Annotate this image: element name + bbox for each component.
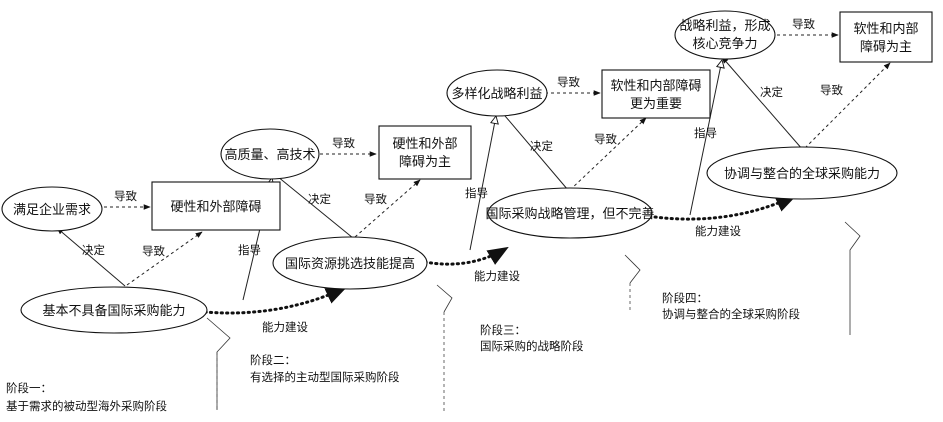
node-label-n9: 国际采购战略管理，但不完善 bbox=[485, 206, 654, 222]
stage-captions: 阶段一： 基于需求的被动型海外采购阶段 阶段二： 有选择的主动型国际采购阶段 阶… bbox=[6, 291, 800, 413]
edge-label-lead-3d: 导致 bbox=[594, 132, 617, 146]
node-shape-n9 bbox=[487, 187, 653, 239]
node-label-n2: 硬性和外部障碍 bbox=[170, 200, 261, 215]
node-label-n7: 多样化战略利益 bbox=[451, 86, 542, 102]
edge-label-lead-1d: 导致 bbox=[142, 244, 165, 258]
node-label-n10-line1: 战略利益，形成 bbox=[679, 18, 770, 34]
node-shape-n11 bbox=[839, 11, 933, 63]
edge-guide-3 bbox=[469, 116, 496, 251]
edge-build-1 bbox=[203, 286, 347, 315]
edge-label-lead-1h: 导致 bbox=[114, 189, 137, 203]
node-label-n3: 基本不具备国际采购能力 bbox=[42, 303, 185, 319]
node-shape-n3 bbox=[20, 286, 208, 334]
node-shape-n4 bbox=[220, 128, 320, 180]
node-label-n8-line2: 更为重要 bbox=[630, 96, 682, 112]
stage-1-desc: 基于需求的被动型海外采购阶段 bbox=[6, 399, 167, 413]
edge-decide-2 bbox=[271, 171, 354, 239]
node-label-n11-line2: 障碍为主 bbox=[860, 40, 912, 55]
node-label-n10-line2: 核心竞争力 bbox=[692, 36, 757, 52]
node-label-n6: 国际资源挑选技能提高 bbox=[285, 256, 415, 272]
stage-separators bbox=[206, 221, 861, 412]
edge-guide-4 bbox=[689, 60, 722, 216]
node-label-n1: 满足企业需求 bbox=[13, 202, 91, 218]
edge-label-decide-1: 决定 bbox=[82, 243, 105, 257]
edge-label-lead-2d: 导致 bbox=[364, 192, 387, 206]
edge-labels: 导致 决定 导致 导致 决定 导致 指导 导致 决定 导致 指导 导致 决定 导… bbox=[82, 17, 843, 334]
dotted-edges bbox=[203, 194, 797, 315]
edge-label-decide-4: 决定 bbox=[760, 85, 783, 99]
node-shape-n12 bbox=[706, 146, 898, 200]
edge-label-lead-4d: 导致 bbox=[820, 83, 843, 97]
edge-lead-4d bbox=[804, 62, 891, 149]
node-shape-n10 bbox=[674, 10, 776, 60]
stage-4-desc: 协调与整合的全球采购阶段 bbox=[662, 307, 800, 321]
node-shape-n5 bbox=[378, 125, 472, 180]
node-shape-n8 bbox=[601, 69, 711, 119]
edge-decide-1 bbox=[56, 227, 126, 287]
stage-1-title: 阶段一： bbox=[6, 381, 52, 395]
node-label-n11-line1: 软性和内部 bbox=[853, 21, 918, 37]
edge-label-decide-3: 决定 bbox=[530, 139, 553, 153]
edge-label-guide-2: 指导 bbox=[238, 243, 261, 257]
edge-label-guide-4: 指导 bbox=[694, 126, 717, 140]
node-shape-n7 bbox=[446, 69, 548, 117]
node-label-n8-line1: 软性和内部障碍 bbox=[610, 78, 701, 94]
dashed-edges bbox=[104, 32, 891, 286]
edge-lead-3d bbox=[569, 117, 647, 191]
node-shape-n2 bbox=[151, 181, 281, 231]
edge-lead-2d bbox=[354, 179, 421, 238]
edge-label-decide-2: 决定 bbox=[308, 192, 331, 206]
node-label-n12: 协调与整合的全球采购能力 bbox=[724, 166, 880, 182]
node-label-n4: 高质量、高技术 bbox=[224, 147, 315, 163]
edge-label-build-2: 能力建设 bbox=[474, 269, 520, 283]
edge-build-2 bbox=[423, 246, 509, 266]
node-shape-n6 bbox=[272, 236, 428, 290]
node-label-n5-line2: 障碍为主 bbox=[399, 155, 451, 170]
edge-lead-1d bbox=[126, 231, 203, 286]
edge-label-build-1: 能力建设 bbox=[262, 320, 308, 334]
edge-label-guide-3: 指导 bbox=[465, 186, 488, 200]
node-shapes bbox=[1, 10, 933, 334]
node-shape-n1 bbox=[1, 186, 103, 232]
edge-label-build-3: 能力建设 bbox=[695, 224, 741, 238]
stage-3-title: 阶段三： bbox=[480, 323, 526, 337]
stage-4-title: 阶段四： bbox=[662, 291, 708, 305]
edge-label-lead-3h: 导致 bbox=[557, 75, 580, 89]
edge-decide-4 bbox=[721, 56, 804, 151]
stage-3-desc: 国际采购的战略阶段 bbox=[480, 339, 584, 353]
solid-edges bbox=[56, 56, 804, 301]
node-labels: 满足企业需求 硬性和外部障碍 基本不具备国际采购能力 高质量、高技术 硬性和外部… bbox=[13, 18, 919, 319]
edge-label-lead-2h: 导致 bbox=[332, 136, 355, 150]
stage-2-desc: 有选择的主动型国际采购阶段 bbox=[250, 370, 400, 384]
node-label-n5-line1: 硬性和外部 bbox=[392, 137, 457, 152]
edge-label-lead-4h: 导致 bbox=[792, 17, 815, 31]
stage-2-title: 阶段二： bbox=[250, 353, 296, 367]
edge-decide-3 bbox=[499, 109, 569, 191]
edge-build-3 bbox=[653, 194, 797, 221]
